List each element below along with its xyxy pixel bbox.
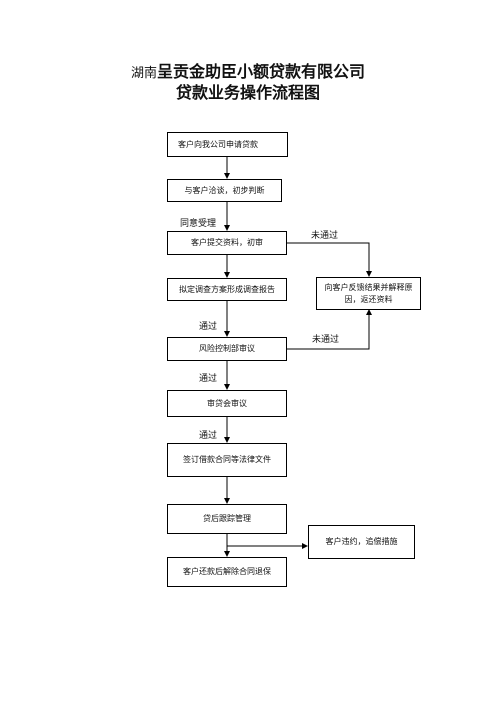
node-apply: 客户向我公司申请贷款 bbox=[167, 132, 288, 157]
node-survey-plan: 拟定调查方案形成调查报告 bbox=[167, 278, 287, 301]
label-not-passed-1: 未通过 bbox=[311, 231, 339, 241]
page-subtitle: 贷款业务操作流程图 bbox=[175, 83, 320, 102]
company-name: 呈贡金助臣小额贷款有限公司 bbox=[157, 62, 366, 81]
node-risk-review: 风险控制部审议 bbox=[167, 337, 287, 361]
node-committee-review: 审贷会审议 bbox=[167, 390, 287, 417]
title-prefix: 湖南 bbox=[130, 66, 157, 81]
label-agree-accept: 同意受理 bbox=[180, 219, 217, 229]
node-default-recovery: 客户违约，追偿措施 bbox=[308, 525, 415, 559]
node-feedback: 向客户反馈结果并解释原因，返还资料 bbox=[316, 277, 421, 310]
node-negotiate: 与客户洽谈，初步判断 bbox=[167, 179, 282, 202]
label-passed-2: 通过 bbox=[199, 374, 218, 384]
arrow-risk-feedback bbox=[287, 309, 372, 350]
page-title: 湖南呈贡金助臣小额贷款有限公司 bbox=[0, 58, 496, 82]
node-sign-contract: 签订借款合同等法律文件 bbox=[167, 443, 287, 477]
node-submit-review: 客户提交资料，初审 bbox=[167, 231, 287, 255]
node-repay-release: 客户还款后解除合同退保 bbox=[167, 557, 287, 587]
arrow-submit-feedback bbox=[287, 242, 372, 277]
label-passed-1: 通过 bbox=[199, 322, 218, 332]
label-passed-3: 通过 bbox=[199, 431, 218, 441]
node-post-loan: 贷后跟踪管理 bbox=[167, 504, 287, 534]
label-not-passed-2: 未通过 bbox=[312, 335, 340, 345]
